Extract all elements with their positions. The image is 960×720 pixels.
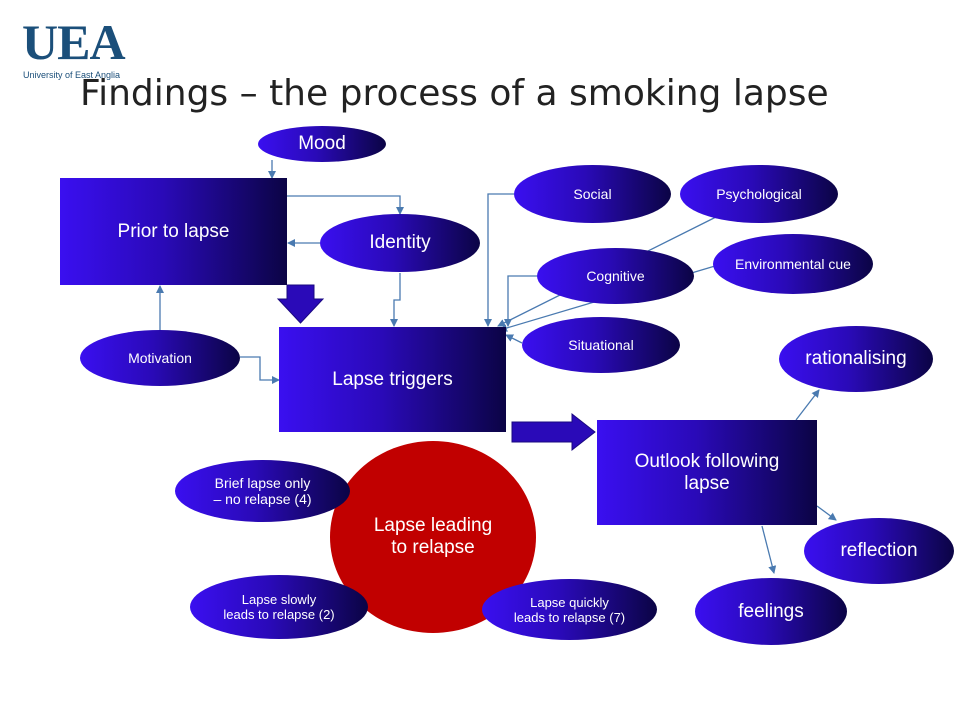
connector-situational-to-triggers xyxy=(505,334,523,344)
node-mood: Mood xyxy=(258,126,386,162)
node-prior-to-lapse: Prior to lapse xyxy=(60,178,287,285)
node-situational: Situational xyxy=(522,317,680,373)
node-lapse-quickly: Lapse quickly leads to relapse (7) xyxy=(482,579,657,640)
connector-identity-to-triggers xyxy=(390,273,401,327)
node-lapse-triggers: Lapse triggers xyxy=(279,327,506,432)
connector-social-to-triggers xyxy=(484,193,514,327)
node-motivation: Motivation xyxy=(80,330,240,386)
node-cognitive: Cognitive xyxy=(537,248,694,304)
node-social: Social xyxy=(514,165,671,223)
node-lapse-slowly: Lapse slowly leads to relapse (2) xyxy=(190,575,368,639)
node-outlook-following-lapse: Outlook following lapse xyxy=(597,420,817,525)
node-lapse-leading-to-relapse: Lapse leading to relapse xyxy=(330,441,536,633)
node-identity: Identity xyxy=(320,214,480,272)
down-arrow-prior-to-triggers xyxy=(276,284,325,324)
connector-outlook-to-rationalising xyxy=(795,389,820,421)
connector-outlook-to-feelings xyxy=(761,525,777,574)
slide-title: Findings – the process of a smoking laps… xyxy=(80,73,829,114)
uea-logo: UEA University of East Anglia xyxy=(22,16,132,82)
node-rationalising: rationalising xyxy=(779,326,933,392)
right-arrow-triggers-to-outlook xyxy=(511,412,596,452)
connector-cognitive-to-triggers xyxy=(504,275,537,327)
node-feelings: feelings xyxy=(695,578,847,645)
node-reflection: reflection xyxy=(804,518,954,584)
connector-motivation-to-triggers xyxy=(240,356,280,384)
node-environmental-cue: Environmental cue xyxy=(713,234,873,294)
logo-subtitle: University of East Anglia xyxy=(23,70,121,80)
node-brief-lapse-only: Brief lapse only – no relapse (4) xyxy=(175,460,350,522)
logo-mark: UEA xyxy=(22,14,126,70)
connector-prior-to-identity xyxy=(287,195,404,215)
connector-outlook-to-reflection xyxy=(816,505,837,521)
node-psychological: Psychological xyxy=(680,165,838,223)
